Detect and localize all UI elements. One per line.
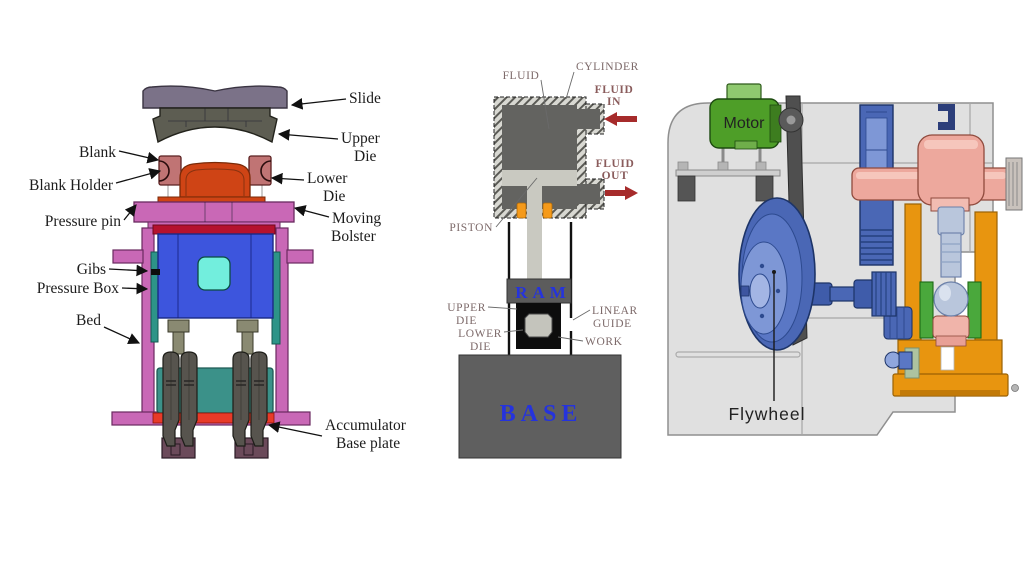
linear-guide-label-2: GUIDE: [593, 318, 632, 330]
hydraulic-labels: FLUID CYLINDER FLUID IN FLUID OUT PISTON…: [447, 61, 639, 353]
press-components-diagram: Blank Blank Holder Pressure pin Gibs Pre…: [29, 85, 407, 459]
piston-label: PISTON: [449, 222, 493, 234]
bed-label: Bed: [76, 312, 101, 329]
moving-bolster-label-1: Moving: [332, 210, 381, 227]
fluid-out-arrow: [605, 186, 638, 200]
hyd-upper-die-label-2: DIE: [456, 315, 477, 327]
blank-holder-left: [158, 155, 182, 186]
pressure-box-window: [197, 256, 231, 291]
clamp-bracket: [938, 104, 955, 130]
accumulator-cylinders: [162, 351, 268, 447]
accumulator-label-1: Accumulator: [325, 417, 407, 434]
piston-head: [502, 170, 577, 186]
seal-left: [516, 202, 527, 219]
blank-holder-right: [248, 155, 272, 186]
slide-part: [142, 85, 288, 109]
pressure-pins: [167, 319, 259, 355]
hydraulic-leader-lines: [487, 71, 591, 342]
hydraulic-press-diagram: RAM BASE FLUID CYLINDER FLUID IN: [447, 61, 639, 459]
fluid-in-arrow: [604, 112, 637, 126]
fluid-in-label-2: IN: [607, 96, 621, 108]
moving-bolster-label-2: Bolster: [331, 228, 377, 245]
pressure-box-label: Pressure Box: [37, 280, 119, 297]
press-leader-lines: [103, 98, 347, 437]
work-label: WORK: [585, 336, 623, 348]
blank-holder-label: Blank Holder: [29, 177, 114, 194]
crank-end-cap: [1005, 157, 1023, 211]
piston-rod: [527, 186, 542, 281]
crimson-plate: [152, 224, 276, 235]
lower-die-label-2: Die: [323, 188, 346, 205]
cylinder-label: CYLINDER: [576, 61, 639, 73]
gib-mark: [151, 269, 160, 275]
inlet-duct: [577, 109, 600, 129]
base-red-strip: [152, 412, 275, 424]
blank-label: Blank: [79, 144, 116, 161]
work-piece: [524, 313, 553, 338]
outlet-duct: [577, 184, 600, 204]
fluid-out-label-1: FLUID: [596, 158, 635, 170]
gibs-label: Gibs: [77, 261, 106, 278]
lower-die-label-1: Lower: [307, 170, 348, 187]
hyd-lower-die-label-1: LOWER: [458, 328, 502, 340]
upper-die-label-2: Die: [354, 148, 377, 165]
base-block: [458, 354, 622, 459]
motor-label: Motor: [724, 115, 766, 132]
flywheel-part: [738, 197, 816, 351]
hyd-lower-die-label-2: DIE: [470, 341, 491, 353]
seal-right: [542, 202, 553, 219]
fluid-label: FLUID: [503, 70, 540, 82]
linear-guide-label-1: LINEAR: [592, 305, 638, 317]
ram-label: RAM: [515, 283, 571, 302]
ram-block: [506, 278, 572, 304]
flywheel-label: Flywheel: [728, 404, 805, 424]
pressure-box-part: [157, 233, 274, 319]
press-labels: Blank Blank Holder Pressure pin Gibs Pre…: [29, 90, 407, 452]
fluid-in-label-1: FLUID: [595, 84, 634, 96]
upper-die-label-1: Upper: [341, 130, 381, 147]
hyd-upper-die-label-1: UPPER: [447, 302, 486, 314]
base-label: BASE: [500, 401, 583, 427]
lower-die-part: [179, 161, 251, 198]
upper-die-part: [152, 107, 278, 144]
frame-slot: [675, 351, 801, 358]
teal-strip-left: [150, 251, 159, 343]
fluid-out-label-2: OUT: [602, 170, 629, 182]
mechanical-press-diagram: Motor: [667, 83, 1023, 436]
motor-part: Motor: [709, 83, 804, 150]
crankshaft: [851, 134, 1023, 212]
accumulator-label-2: Base plate: [336, 435, 400, 452]
motor-mount: [675, 147, 781, 202]
ball-screw-assembly: [904, 206, 982, 379]
slide-label: Slide: [349, 90, 381, 107]
pressure-pin-label: Pressure pin: [45, 213, 121, 230]
